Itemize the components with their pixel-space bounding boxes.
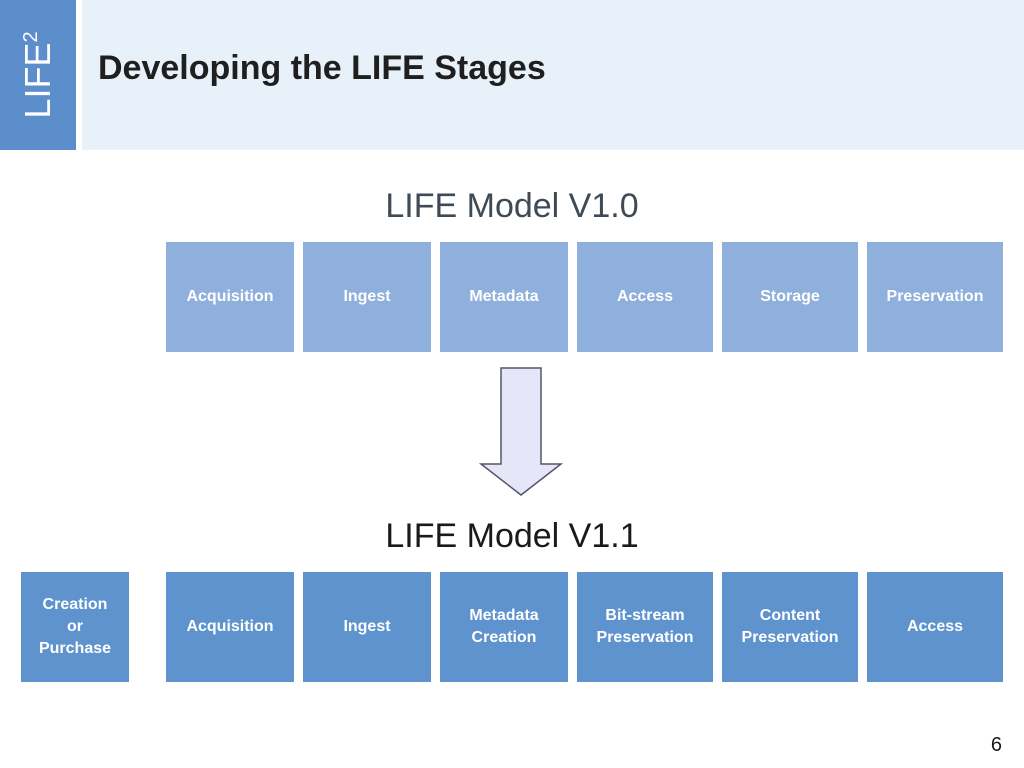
v11-stage-metadata-creation: Metadata Creation — [440, 572, 568, 682]
header-band — [0, 0, 1024, 150]
logo: LIFE2 — [0, 0, 76, 150]
slide-title: Developing the LIFE Stages — [98, 49, 546, 87]
v10-stage-preservation: Preservation — [867, 242, 1003, 352]
v10-stage-ingest: Ingest — [303, 242, 431, 352]
v10-stage-storage: Storage — [722, 242, 858, 352]
v11-stage-creation-or-purchase: Creation or Purchase — [21, 572, 129, 682]
logo-text: LIFE — [17, 42, 58, 119]
logo-superscript: 2 — [20, 31, 42, 43]
v11-stage-acquisition: Acquisition — [166, 572, 294, 682]
page-number: 6 — [990, 734, 1002, 756]
down-arrow-icon — [479, 367, 563, 496]
v10-stage-access: Access — [577, 242, 713, 352]
v11-stage-access: Access — [867, 572, 1003, 682]
logo-divider — [76, 0, 82, 150]
v10-stage-acquisition: Acquisition — [166, 242, 294, 352]
v11-stage-ingest: Ingest — [303, 572, 431, 682]
v11-stage-content-preservation: Content Preservation — [722, 572, 858, 682]
model-v10-label: LIFE Model V1.0 — [385, 187, 639, 225]
v10-stage-metadata: Metadata — [440, 242, 568, 352]
v11-stage-bit-stream-preservation: Bit-stream Preservation — [577, 572, 713, 682]
model-v11-label: LIFE Model V1.1 — [385, 517, 639, 555]
